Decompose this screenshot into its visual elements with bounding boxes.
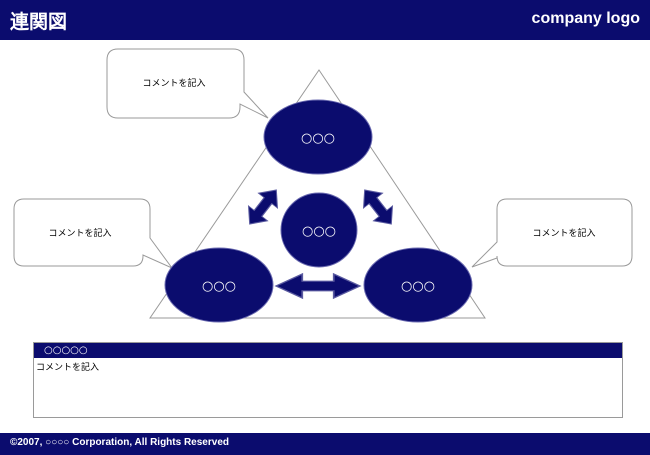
callout-left[interactable]: コメントを記入 [13, 198, 174, 270]
node-right-label: ○○○ [401, 279, 435, 294]
company-logo: company logo [531, 10, 640, 27]
page-title: 連関図 [10, 11, 68, 33]
triangle-outline [149, 69, 486, 319]
node-center[interactable]: ○○○ [280, 192, 358, 268]
comment-panel: ○○○○○ コメントを記入 [33, 342, 623, 418]
node-top-label: ○○○ [301, 131, 335, 146]
node-top[interactable]: ○○○ [263, 99, 373, 175]
callout-top-left[interactable]: コメントを記入 [106, 48, 269, 119]
arrow-bottom [274, 272, 362, 300]
arrow-top-right [362, 189, 394, 225]
header-bar: 連関図 company logo [0, 0, 650, 40]
callout-right[interactable]: コメントを記入 [471, 198, 633, 268]
panel-body-text[interactable]: コメントを記入 [36, 363, 100, 373]
node-center-label: ○○○ [302, 224, 336, 239]
callout-top-left-label: コメントを記入 [142, 77, 205, 89]
callout-left-label: コメントを記入 [48, 227, 111, 239]
panel-heading: ○○○○○ [34, 343, 622, 358]
callout-right-label: コメントを記入 [532, 227, 595, 239]
node-left[interactable]: ○○○ [164, 247, 274, 323]
footer-bar: ©2007, ○○○○ Corporation, All Rights Rese… [0, 433, 650, 455]
node-left-label: ○○○ [202, 279, 236, 294]
arrow-top-left [247, 189, 279, 225]
node-right[interactable]: ○○○ [363, 247, 473, 323]
copyright-text: ©2007, ○○○○ Corporation, All Rights Rese… [10, 437, 229, 448]
